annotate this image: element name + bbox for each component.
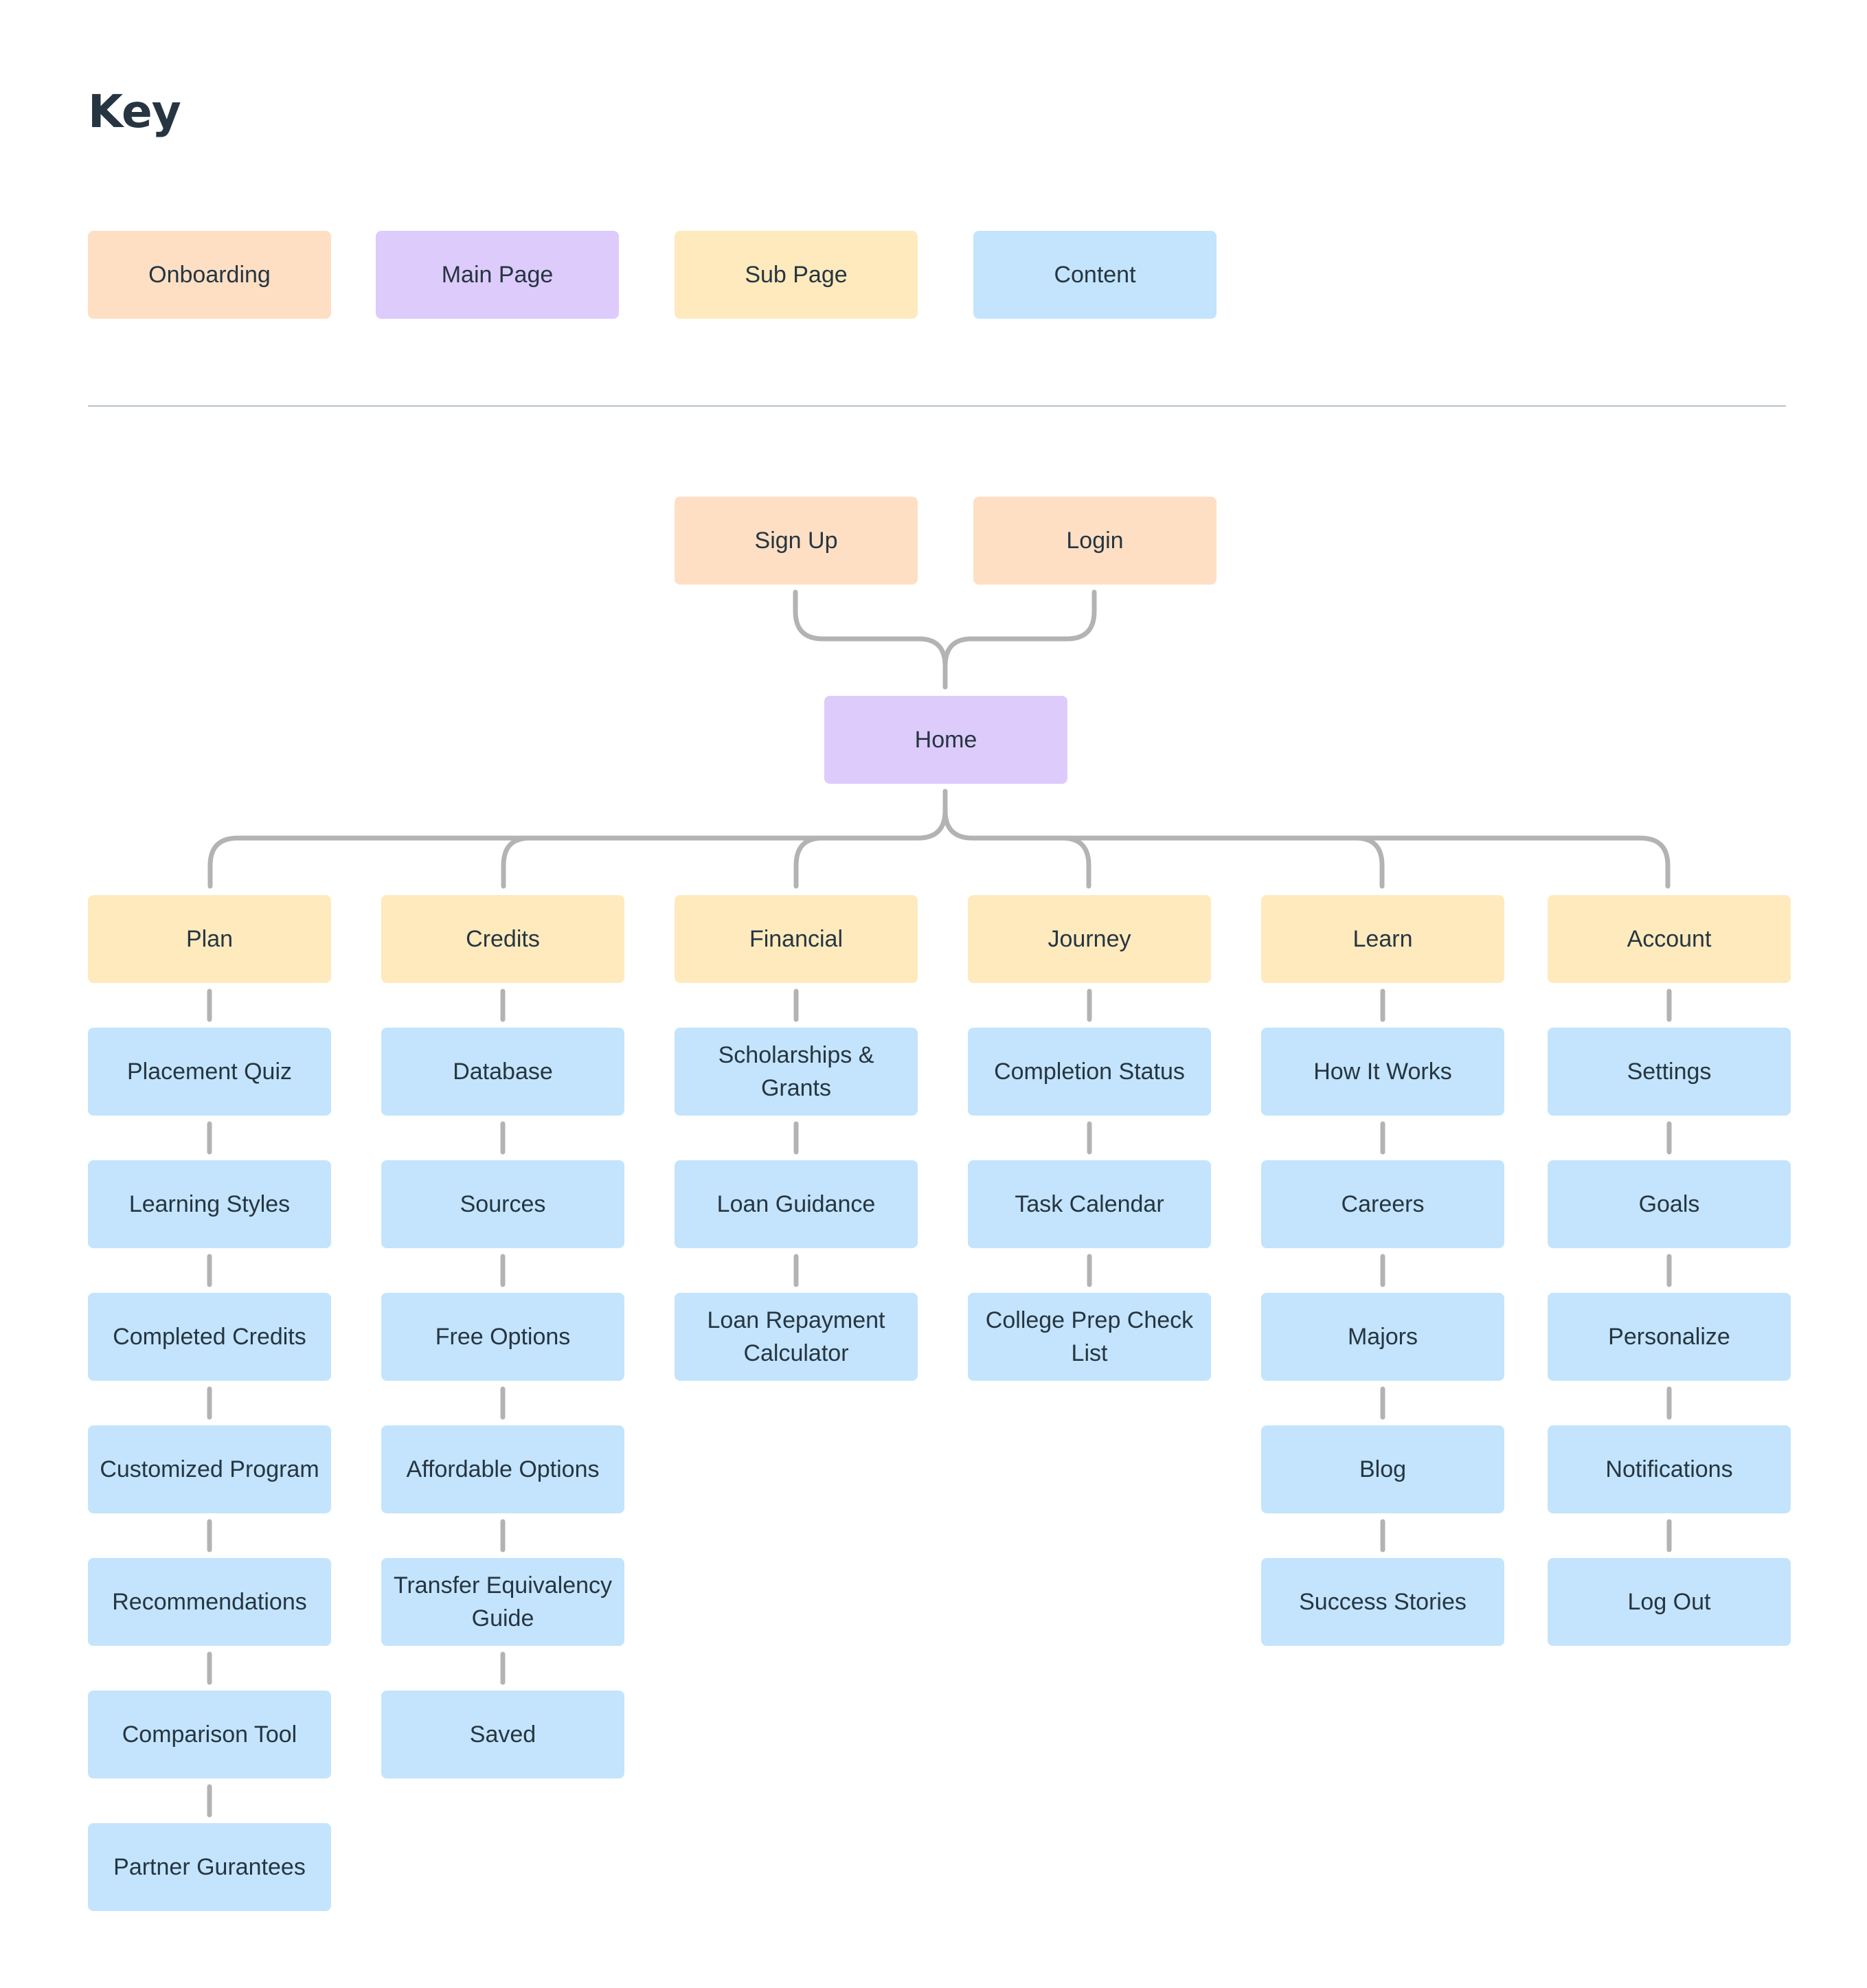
content-sources: Sources xyxy=(381,1160,624,1248)
content-affordable-options: Affordable Options xyxy=(381,1425,624,1513)
key-main-page: Main Page xyxy=(376,231,619,319)
content-careers: Careers xyxy=(1261,1160,1504,1248)
content-partner-gurantees: Partner Gurantees xyxy=(88,1823,331,1911)
connector-home-journey xyxy=(1060,835,1091,889)
content-scholarships-and-grants: Scholarships & Grants xyxy=(675,1028,918,1116)
key-content: Content xyxy=(973,231,1217,319)
content-placement-quiz: Placement Quiz xyxy=(88,1028,331,1116)
content-college-prep-check-list: College Prep Check List xyxy=(968,1293,1211,1381)
content-completion-status: Completion Status xyxy=(968,1028,1211,1116)
content-how-it-works: How It Works xyxy=(1261,1028,1504,1116)
login-page: Login xyxy=(973,497,1217,585)
connector-home-left xyxy=(207,789,948,889)
connector-home-financial xyxy=(793,835,825,889)
content-free-options: Free Options xyxy=(381,1293,624,1381)
content-recommendations: Recommendations xyxy=(88,1558,331,1646)
home-page: Home xyxy=(824,696,1067,784)
content-goals: Goals xyxy=(1548,1160,1791,1248)
connector-home-credits xyxy=(501,835,532,889)
subpage-plan: Plan xyxy=(88,895,331,983)
subpage-financial: Financial xyxy=(675,895,918,983)
subpage-journey: Journey xyxy=(968,895,1211,983)
key-title: Key xyxy=(88,85,181,138)
connector-login-home xyxy=(942,589,1097,690)
section-divider xyxy=(88,405,1786,407)
signup-page: Sign Up xyxy=(675,497,918,585)
subpage-account: Account xyxy=(1548,895,1791,983)
content-loan-repayment-calculator: Loan Repayment Calculator xyxy=(675,1293,918,1381)
content-majors: Majors xyxy=(1261,1293,1504,1381)
content-database: Database xyxy=(381,1028,624,1116)
content-log-out: Log Out xyxy=(1548,1558,1791,1646)
connector-home-right xyxy=(942,789,1671,889)
connector-signup-home xyxy=(793,589,948,690)
connector-home-learn xyxy=(1353,835,1385,889)
content-completed-credits: Completed Credits xyxy=(88,1293,331,1381)
key-onboarding: Onboarding xyxy=(88,231,331,319)
key-sub-page: Sub Page xyxy=(675,231,918,319)
content-transfer-equivalency-guide: Transfer Equivalency Guide xyxy=(381,1558,624,1646)
content-success-stories: Success Stories xyxy=(1261,1558,1504,1646)
subpage-learn: Learn xyxy=(1261,895,1504,983)
content-notifications: Notifications xyxy=(1548,1425,1791,1513)
content-settings: Settings xyxy=(1548,1028,1791,1116)
content-blog: Blog xyxy=(1261,1425,1504,1513)
subpage-credits: Credits xyxy=(381,895,624,983)
content-customized-program: Customized Program xyxy=(88,1425,331,1513)
content-loan-guidance: Loan Guidance xyxy=(675,1160,918,1248)
content-comparison-tool: Comparison Tool xyxy=(88,1691,331,1778)
content-personalize: Personalize xyxy=(1548,1293,1791,1381)
content-learning-styles: Learning Styles xyxy=(88,1160,331,1248)
vertical-links xyxy=(207,989,1672,1818)
content-saved: Saved xyxy=(381,1691,624,1778)
content-task-calendar: Task Calendar xyxy=(968,1160,1211,1248)
